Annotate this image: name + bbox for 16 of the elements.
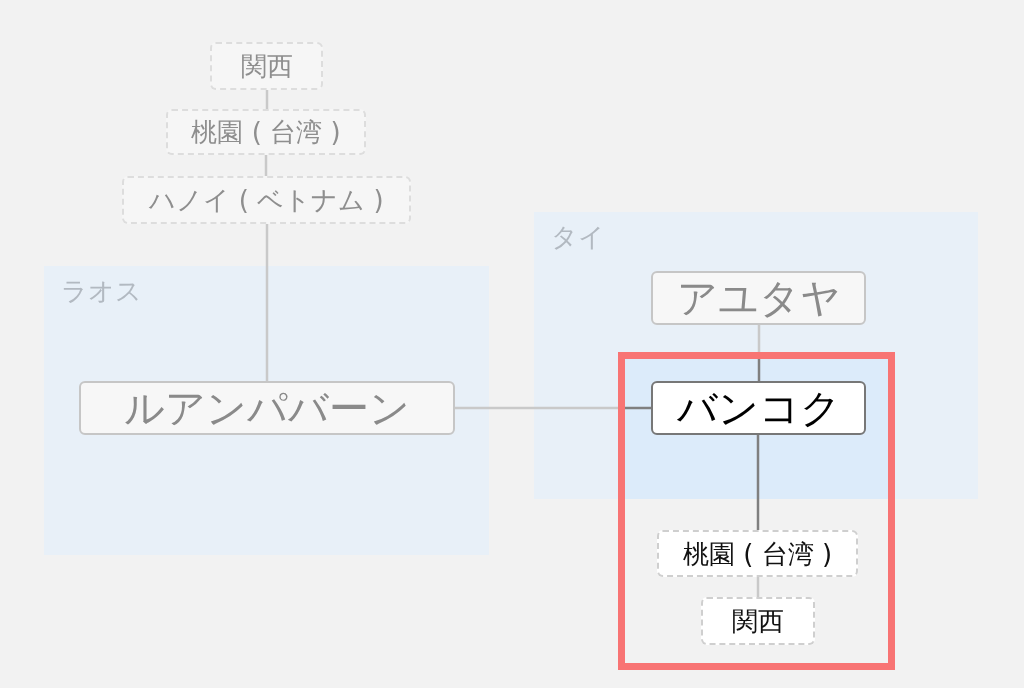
place-box: アユタヤ	[651, 271, 866, 325]
connector-line	[756, 435, 760, 530]
connector-line	[264, 155, 268, 176]
place-box: ハノイ ( ベトナム )	[122, 176, 411, 224]
place-box: 桃園 ( 台湾 )	[166, 109, 366, 155]
connector-line	[265, 224, 269, 381]
connector-line	[756, 577, 760, 597]
region-panel	[44, 266, 489, 555]
place-box: バンコク	[651, 381, 866, 435]
place-box: 関西	[701, 597, 815, 645]
place-box: ルアンパバーン	[79, 381, 455, 435]
connector-line	[265, 90, 269, 109]
place-box: 関西	[210, 42, 323, 90]
place-box: 桃園 ( 台湾 )	[657, 530, 858, 577]
connector-line	[757, 325, 761, 381]
connector-line	[455, 406, 651, 410]
